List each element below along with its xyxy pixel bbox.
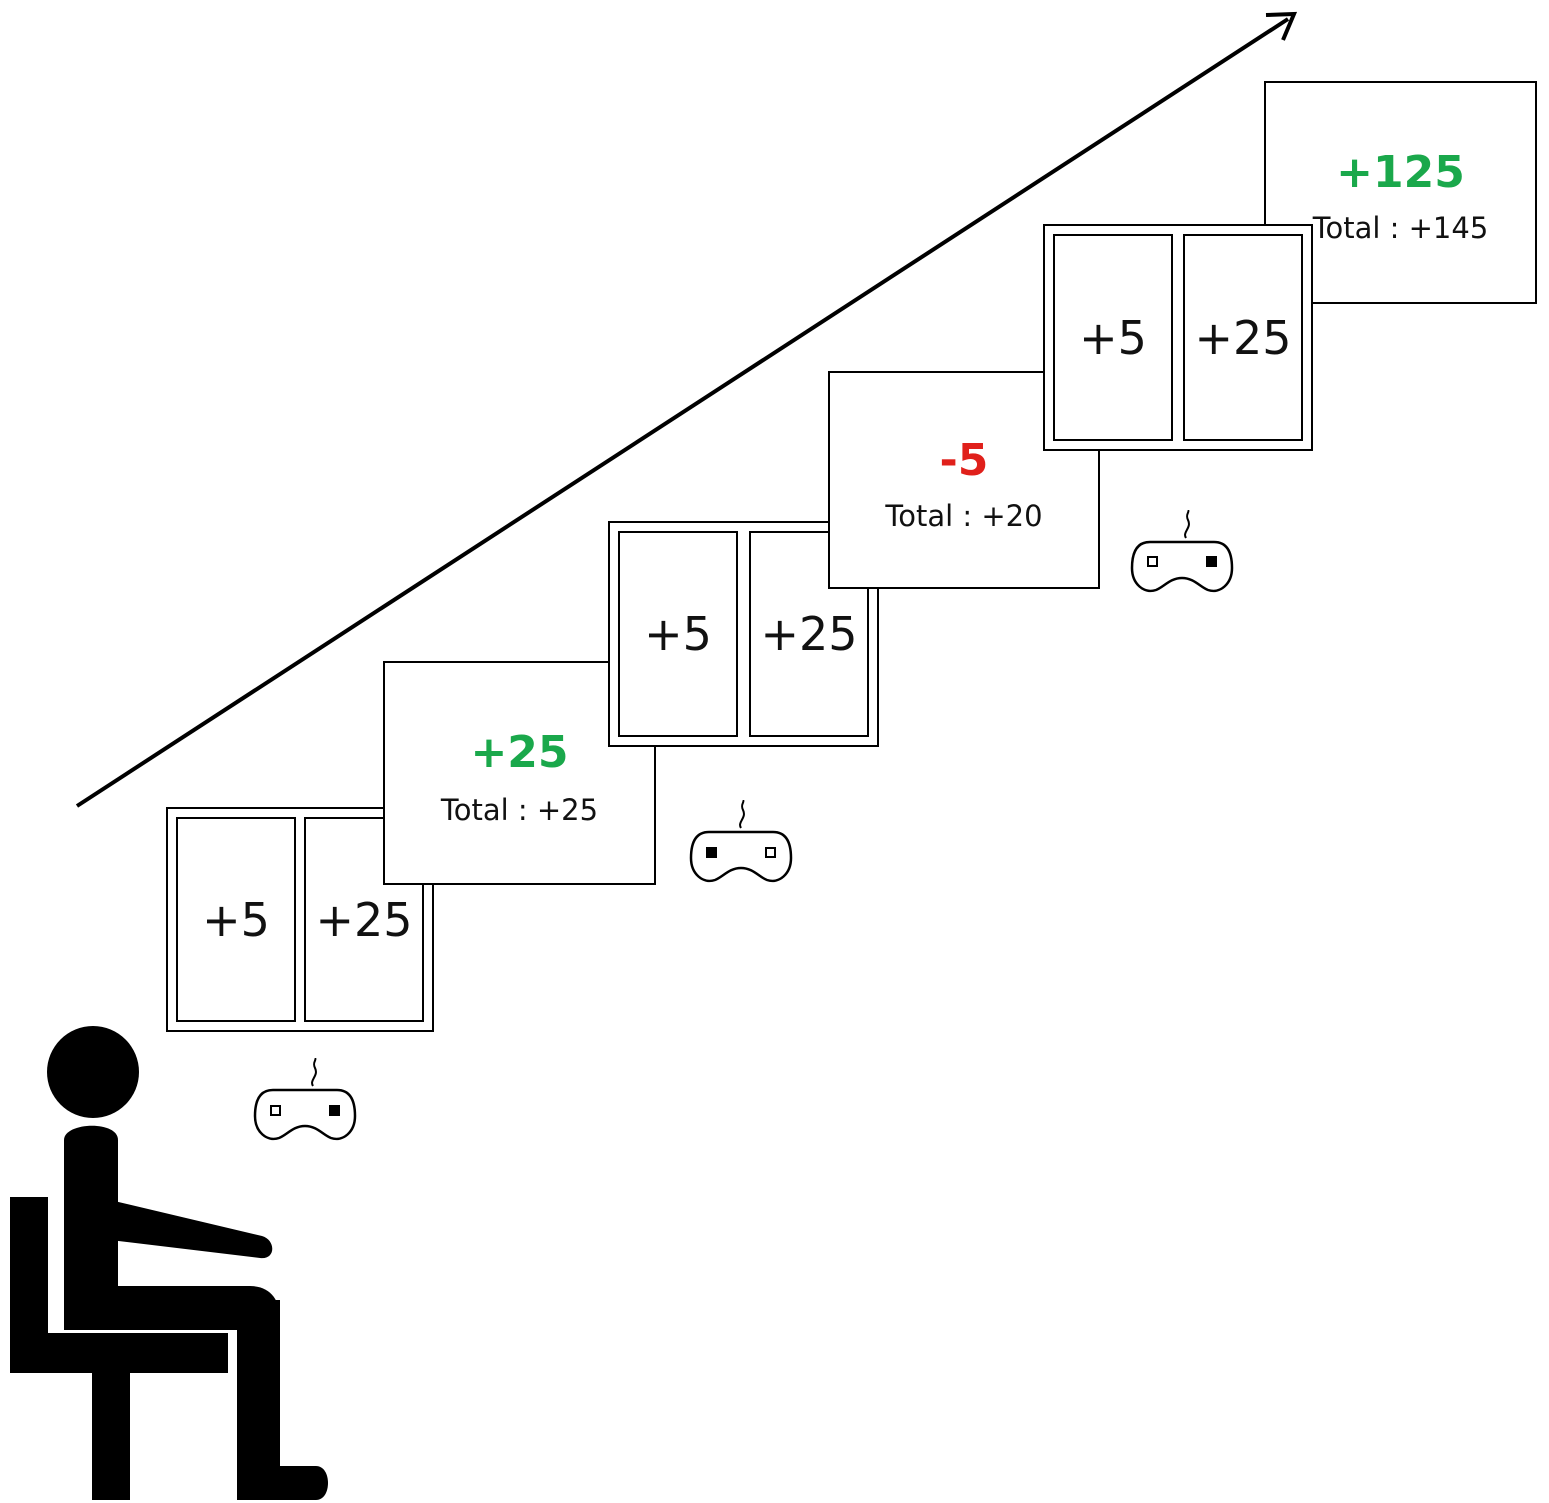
feedback-value-3: +125 (1336, 147, 1465, 198)
seated-person-icon (10, 1026, 328, 1500)
choice-screen-3: +5 +25 (1043, 224, 1313, 451)
option-left-3: +5 (1053, 234, 1173, 441)
gamepad-icon (253, 1058, 357, 1141)
feedback-value-1: +25 (470, 727, 569, 778)
option-left-2: +5 (618, 531, 738, 737)
feedback-total-1: Total : +25 (440, 793, 599, 827)
feedback-total-2: Total : +20 (885, 499, 1043, 533)
option-left-1: +5 (176, 817, 296, 1022)
feedback-total-3: Total : +145 (1312, 211, 1489, 245)
option-right-3: +25 (1183, 234, 1303, 441)
option-right-1: +25 (304, 817, 424, 1022)
gamepad-icon (689, 800, 793, 883)
gamepad-icon (1130, 510, 1234, 593)
